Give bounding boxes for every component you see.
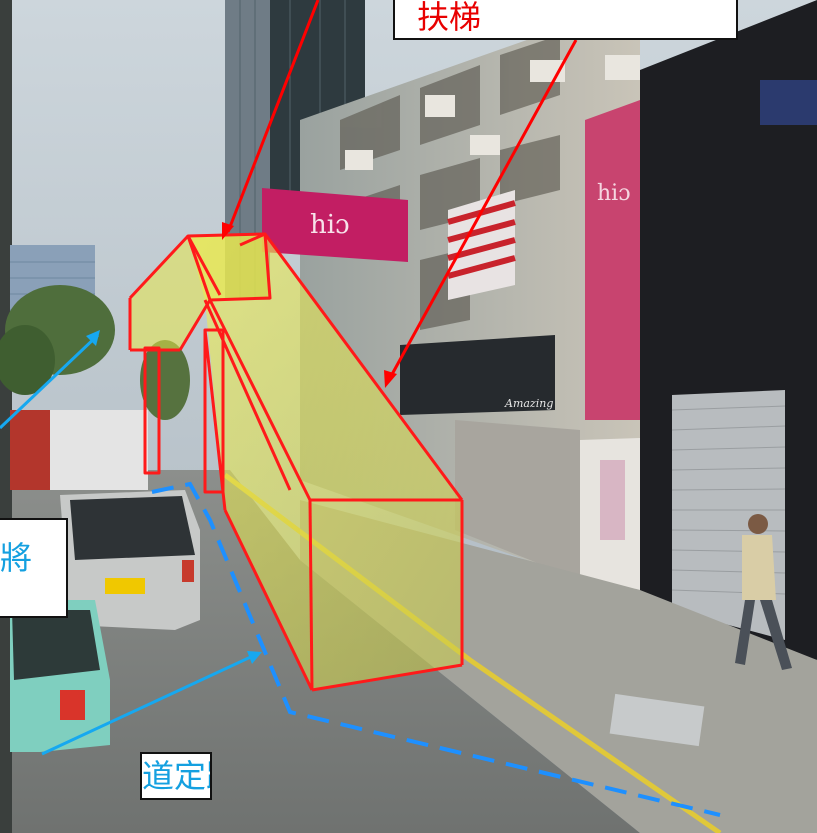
stair-callout-text: 扶梯 — [417, 0, 482, 36]
left-callout-text: 將 — [0, 539, 33, 577]
arrowhead — [384, 370, 397, 388]
new-kerb-dashed-line — [151, 481, 721, 817]
tree — [140, 340, 190, 420]
shop-awning — [400, 335, 555, 415]
banner-logo: hiɔ — [597, 181, 631, 206]
awning-text: Amazing — [504, 397, 553, 410]
shop-display — [600, 460, 625, 540]
hanging-sign-logo: hiɔ — [310, 210, 350, 240]
pink-shop-banner — [585, 100, 640, 420]
image-edge — [0, 0, 12, 833]
pedestrian — [735, 514, 792, 670]
arrowhead — [86, 330, 100, 346]
flag — [447, 190, 516, 300]
tree — [0, 325, 55, 395]
green-taxi — [10, 600, 110, 752]
proposed-covered-walkway — [128, 232, 464, 692]
blue-pointers — [0, 333, 256, 756]
utility-cover — [609, 693, 705, 747]
hanging-shop-sign — [262, 188, 408, 262]
shop-shutters — [455, 420, 580, 580]
shutter-slats — [671, 405, 786, 595]
kerb-callout-text: 道定路邊綫 — [142, 757, 210, 795]
red-bus — [10, 410, 50, 490]
arrowhead — [222, 222, 234, 240]
arrowhead — [247, 651, 262, 664]
grey-van — [60, 490, 200, 630]
left-callout: 將 — [0, 518, 68, 618]
stair-pointers — [226, 0, 578, 379]
ac-units — [345, 55, 640, 170]
truck — [48, 410, 148, 490]
kerb-callout: 道定路邊綫 — [140, 752, 212, 800]
stair-callout: 扶梯 — [393, 0, 738, 40]
storefront-sign — [760, 80, 817, 125]
